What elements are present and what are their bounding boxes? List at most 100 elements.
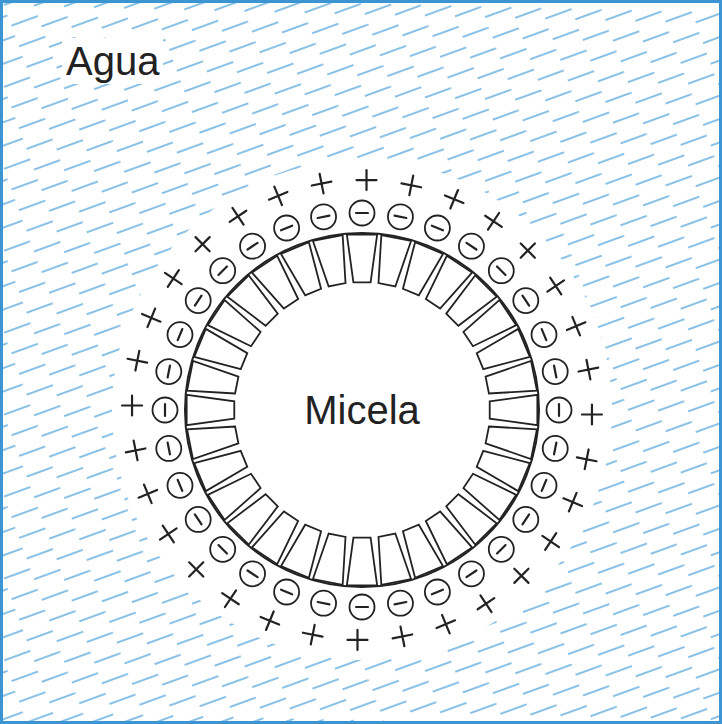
plus-sign — [189, 562, 203, 576]
minus-sign — [395, 602, 407, 604]
plus-sign — [347, 630, 367, 650]
plus-sign — [222, 590, 239, 607]
minus-sign — [318, 602, 330, 604]
plus-sign — [122, 395, 142, 415]
anion-head — [167, 322, 192, 347]
anion-head — [425, 215, 450, 240]
anion-head — [186, 288, 211, 313]
anion-head — [311, 591, 336, 616]
minus-sign — [218, 266, 226, 274]
plus-sign — [128, 351, 148, 371]
plus-sign — [401, 176, 421, 196]
plus-sign — [478, 595, 495, 612]
anion-head — [547, 398, 572, 423]
region-label: Agua — [62, 38, 163, 84]
minus-sign — [497, 266, 505, 274]
anion-head — [388, 204, 413, 229]
anion-head — [543, 436, 568, 461]
plus-sign — [261, 611, 279, 629]
minus-sign — [542, 480, 547, 491]
minus-sign — [432, 590, 443, 595]
plus-sign — [437, 615, 455, 633]
plus-sign — [563, 493, 581, 511]
clear-zone — [112, 160, 612, 660]
anion-head — [156, 436, 181, 461]
anion-head — [513, 507, 538, 532]
hydrophobic-tail — [187, 426, 238, 459]
hydrophobic-tail — [187, 395, 235, 425]
surfactant-ring — [122, 170, 602, 650]
plus-sign — [579, 360, 599, 380]
anion-head — [167, 473, 192, 498]
minus-sign — [542, 329, 547, 340]
hydrophobic-tail — [313, 235, 346, 286]
minus-sign — [554, 366, 556, 378]
minus-sign — [248, 570, 258, 577]
plus-sign — [142, 309, 160, 327]
anion-head — [350, 201, 375, 226]
minus-sign — [395, 216, 407, 218]
anion-head — [425, 580, 450, 605]
hydrophobic-tail — [490, 395, 538, 425]
plus-sign — [547, 278, 564, 295]
anion-head — [513, 288, 538, 313]
minus-sign — [218, 545, 226, 553]
anion-head — [240, 234, 265, 259]
minus-sign — [168, 443, 170, 455]
minus-sign — [554, 443, 556, 455]
anion-head — [543, 359, 568, 384]
anion-head — [156, 359, 181, 384]
micelle-core: Micela — [237, 285, 487, 535]
minus-sign — [248, 243, 258, 250]
anion-head — [388, 591, 413, 616]
minus-sign — [178, 480, 183, 491]
hydrophobic-tail — [347, 538, 377, 586]
plus-sign — [303, 625, 323, 645]
plus-sign — [485, 213, 502, 230]
anion-head — [274, 580, 299, 605]
anion-head — [240, 561, 265, 586]
plus-sign — [139, 485, 157, 503]
anion-head — [350, 595, 375, 620]
anion-head — [153, 398, 178, 423]
anion-head — [489, 258, 514, 283]
anion-head — [459, 234, 484, 259]
minus-sign — [558, 404, 560, 416]
minus-sign — [522, 514, 529, 524]
minus-sign — [195, 514, 202, 524]
plus-sign — [567, 317, 585, 335]
plus-sign — [542, 533, 559, 550]
anion-head — [210, 258, 235, 283]
minus-sign — [164, 404, 166, 416]
hydrophobic-tail — [347, 235, 377, 283]
plus-sign — [521, 244, 535, 258]
plus-sign — [160, 526, 177, 543]
plus-sign — [357, 170, 377, 190]
hydrophobic-tail — [486, 361, 537, 394]
anion-head — [210, 537, 235, 562]
minus-sign — [281, 226, 292, 231]
anion-head — [489, 537, 514, 562]
minus-sign — [318, 216, 330, 218]
plus-sign — [165, 270, 182, 287]
plus-sign — [196, 237, 210, 251]
minus-sign — [168, 366, 170, 378]
minus-sign — [356, 212, 368, 214]
plus-sign — [269, 187, 287, 205]
plus-sign — [393, 627, 413, 647]
minus-sign — [522, 296, 529, 306]
anion-head — [311, 204, 336, 229]
minus-sign — [432, 226, 443, 231]
plus-sign — [230, 208, 247, 225]
plus-sign — [312, 174, 332, 194]
core-fill — [238, 286, 486, 534]
minus-sign — [195, 296, 202, 306]
minus-sign — [466, 570, 476, 577]
minus-sign — [178, 329, 183, 340]
minus-sign — [281, 590, 292, 595]
anion-head — [186, 507, 211, 532]
plus-sign — [577, 449, 597, 469]
